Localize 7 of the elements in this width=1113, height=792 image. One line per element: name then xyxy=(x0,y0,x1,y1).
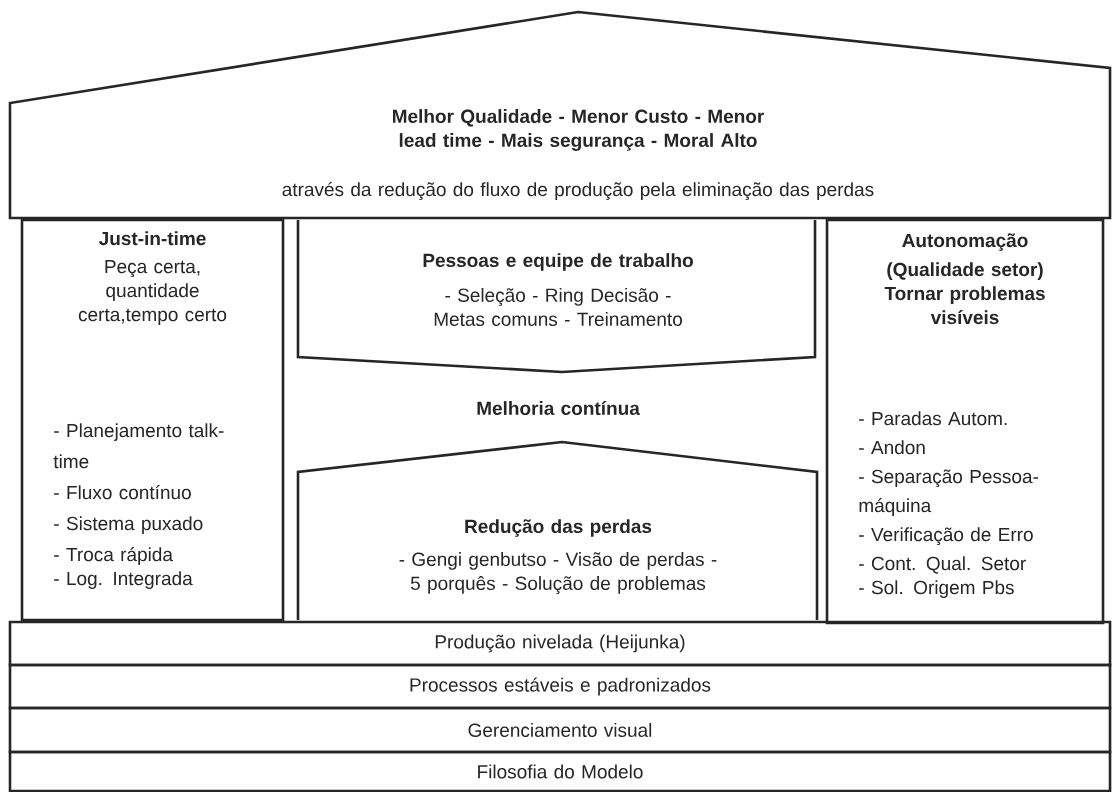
foundation-layer: Gerenciamento visual xyxy=(8,706,1112,754)
pillar-box: Autonomação (Qualidade setor) Tornar problemas visíveis - Paradas Autom. - Andon - Separação Pessoa-máquina - Verificação de Erro - Cont. Qual. Setor - Sol. Origem Pbs xyxy=(825,218,1105,625)
foundation-layer: Produção nivelada (Heijunka) xyxy=(8,620,1112,667)
foundation-layer: Filosofia do Modelo xyxy=(8,750,1112,792)
pillar-box: Just-in-time Peça certa, quantidade certa,tempo certo - Planejamento talk-time - Fluxo contínuo - Sistema puxado - Troca rápida - Log. Integrada xyxy=(20,218,285,622)
foundation-layer: Processos estáveis e padronizados xyxy=(8,663,1112,710)
section-heading: Melhoria contínua xyxy=(477,400,640,416)
